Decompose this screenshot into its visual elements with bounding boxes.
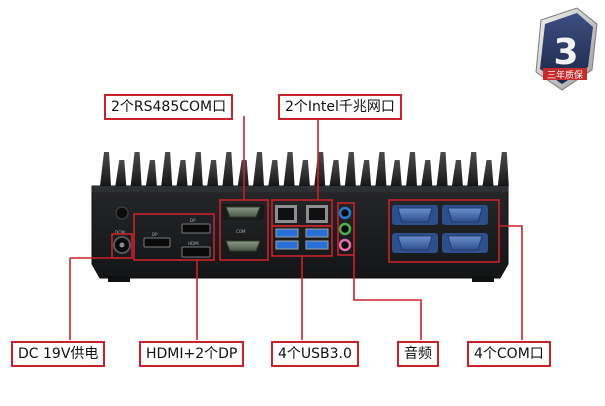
com-port: [442, 205, 488, 225]
heatsink-fin: [360, 160, 372, 186]
heatsink-fin: [191, 152, 203, 186]
svg-text:COM: COM: [236, 229, 246, 234]
heatsink-fin: [406, 152, 417, 186]
heatsink-fin: [329, 160, 341, 186]
heatsink-fin: [497, 152, 509, 186]
heatsink-fin: [298, 160, 310, 186]
heatsink-fin: [176, 160, 188, 186]
heatsink-fin: [283, 152, 295, 186]
display-ports: DP DP HDMI: [143, 218, 211, 258]
heatsink-fin: [421, 160, 433, 186]
heatsink-fin: [375, 152, 387, 186]
svg-text:DCIN: DCIN: [115, 230, 125, 235]
badge-number: 3: [553, 32, 578, 73]
heatsink-fin: [100, 152, 111, 186]
intel-lan-callout: 2个Intel千兆网口: [278, 94, 402, 120]
com-port: [392, 233, 438, 253]
com-ports: [392, 205, 488, 253]
heatsink-fin: [268, 160, 280, 186]
rs485-callout: 2个RS485COM口: [104, 94, 234, 120]
heatsink-fin: [161, 152, 173, 186]
lan-ports: [275, 205, 328, 223]
heatsink-fins: [100, 152, 509, 186]
heatsink-fin: [344, 152, 356, 186]
audio-jacks: [338, 206, 352, 252]
heatsink-fin: [222, 152, 234, 186]
warranty-badge: 3 三年质保: [535, 7, 598, 91]
heatsink-fin: [145, 160, 157, 186]
heatsink-fin: [253, 152, 264, 186]
heatsink-fin: [207, 160, 219, 186]
heatsink-fin: [314, 152, 326, 186]
dc-power-callout: DC 19V供电: [11, 341, 106, 367]
heatsink-fin: [451, 160, 463, 186]
hdmi-dp-callout: HDMI+2个DP: [139, 341, 245, 367]
svg-text:DP: DP: [152, 232, 158, 237]
svg-text:DP: DP: [190, 218, 196, 223]
com-callout: 4个COM口: [467, 341, 551, 367]
heatsink-fin: [482, 160, 494, 186]
usb-ports: [275, 228, 329, 250]
heatsink-fin: [115, 160, 127, 186]
badge-caption: 三年质保: [547, 69, 583, 81]
badge-ribbon: [543, 68, 587, 80]
usb-callout: 4个USB3.0: [271, 341, 359, 367]
dc-jack: DCIN: [113, 230, 131, 254]
power-button: [115, 206, 129, 220]
heatsink-fin: [130, 152, 142, 186]
rs485-com-ports: COM: [222, 204, 264, 254]
svg-text:HDMI: HDMI: [188, 241, 199, 246]
com-port: [392, 205, 438, 225]
callout-lines: [69, 116, 523, 340]
heatsink-fin: [390, 160, 402, 186]
heatsink-fin: [436, 152, 448, 186]
heatsink-fin: [467, 152, 479, 186]
audio-callout: 音频: [397, 341, 439, 367]
com-port: [442, 233, 488, 253]
